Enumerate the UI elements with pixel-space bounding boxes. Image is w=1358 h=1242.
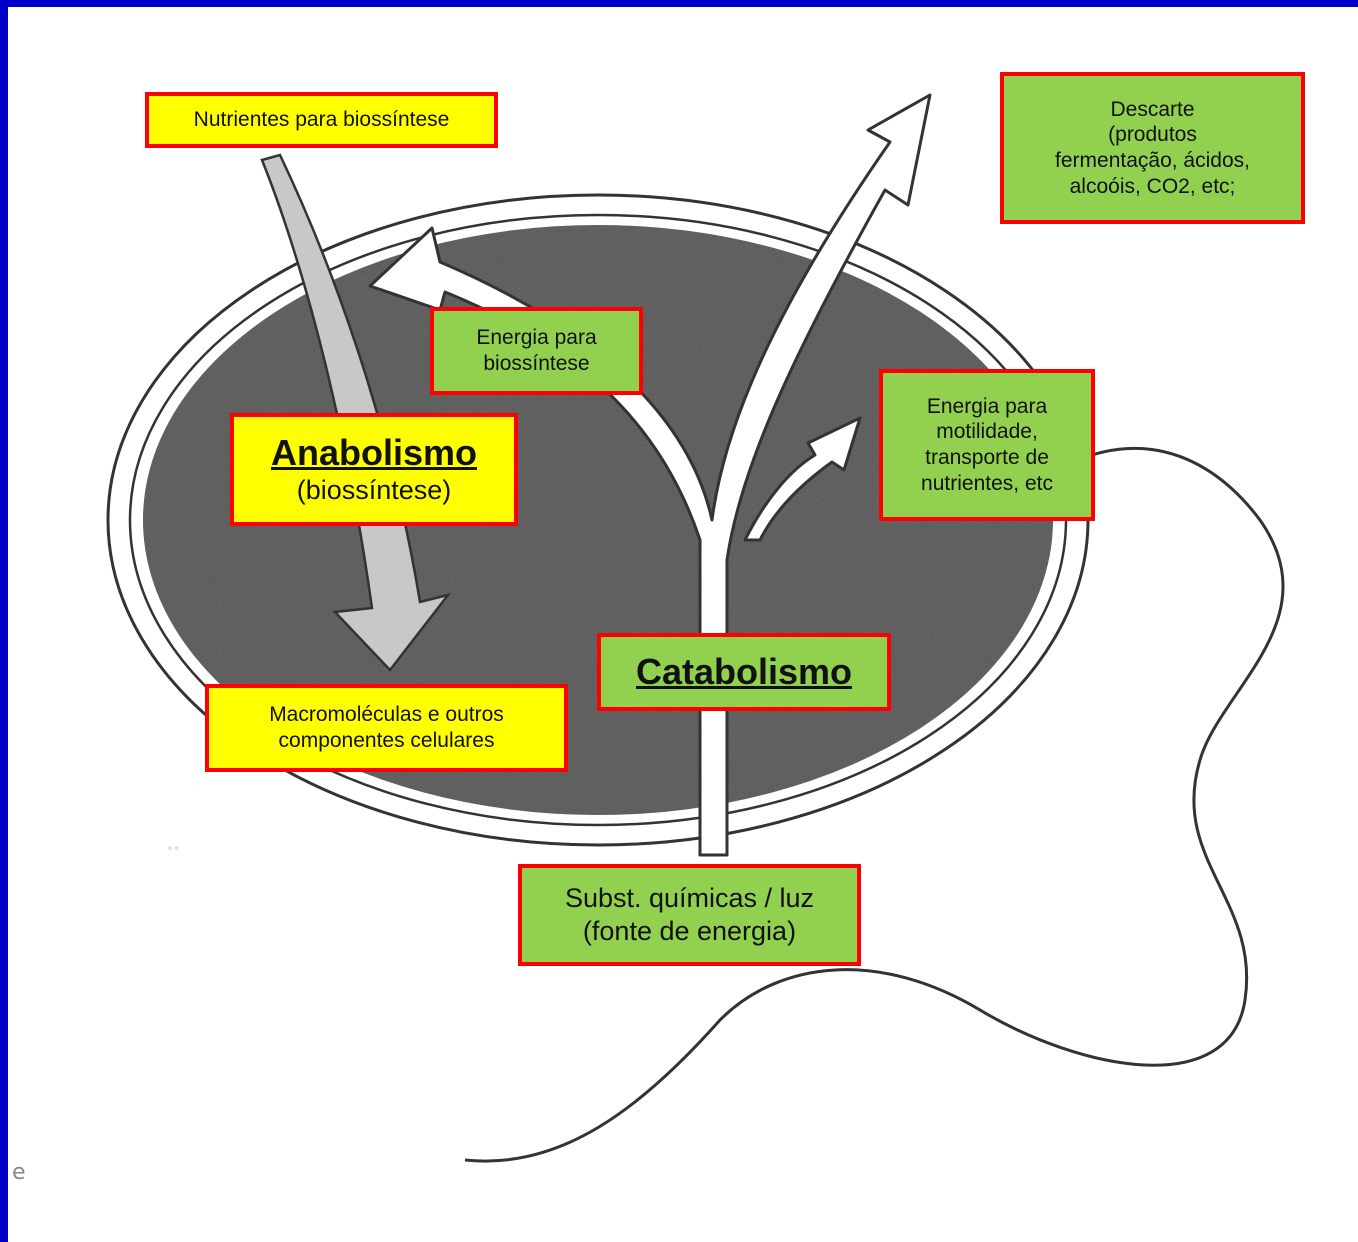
nutrients-label: Nutrientes para biossíntese: [194, 107, 450, 133]
macromolecules-line-1: Macromoléculas e outros: [269, 702, 504, 728]
stray-dots: ° °: [168, 846, 179, 857]
side-text-fragment: e: [12, 1160, 26, 1185]
discard-line-2: (produtos: [1108, 122, 1197, 148]
energy-motility-line-1: Energia para: [927, 394, 1047, 420]
macromolecules-line-2: componentes celulares: [279, 728, 495, 754]
catabolism-box: Catabolismo: [597, 633, 891, 711]
energy-motility-line-3: transporte de: [925, 445, 1049, 471]
energy-motility-line-4: nutrientes, etc: [921, 471, 1053, 497]
discard-line-4: alcoóis, CO2, etc;: [1070, 174, 1236, 200]
energy-motility-box: Energia para motilidade, transporte de n…: [879, 369, 1095, 521]
discard-line-3: fermentação, ácidos,: [1055, 148, 1250, 174]
catabolism-title: Catabolismo: [636, 651, 852, 692]
energy-source-box: Subst. químicas / luz (fonte de energia): [518, 864, 861, 966]
discard-box: Descarte (produtos fermentação, ácidos, …: [1000, 72, 1305, 224]
macromolecules-box: Macromoléculas e outros componentes celu…: [205, 684, 568, 772]
energy-biosynthesis-line-2: biossíntese: [483, 351, 589, 377]
discard-line-1: Descarte: [1110, 97, 1194, 123]
energy-source-line-1: Subst. químicas / luz: [565, 882, 814, 915]
anabolism-title: Anabolismo: [271, 432, 477, 473]
anabolism-subtitle: (biossíntese): [297, 474, 452, 507]
energy-biosynthesis-line-1: Energia para: [476, 325, 596, 351]
anabolism-box: Anabolismo (biossíntese): [230, 413, 518, 526]
energy-motility-line-2: motilidade,: [936, 419, 1038, 445]
energy-source-line-2: (fonte de energia): [583, 915, 796, 948]
energy-biosynthesis-box: Energia para biossíntese: [430, 307, 643, 395]
nutrients-box: Nutrientes para biossíntese: [145, 92, 498, 148]
